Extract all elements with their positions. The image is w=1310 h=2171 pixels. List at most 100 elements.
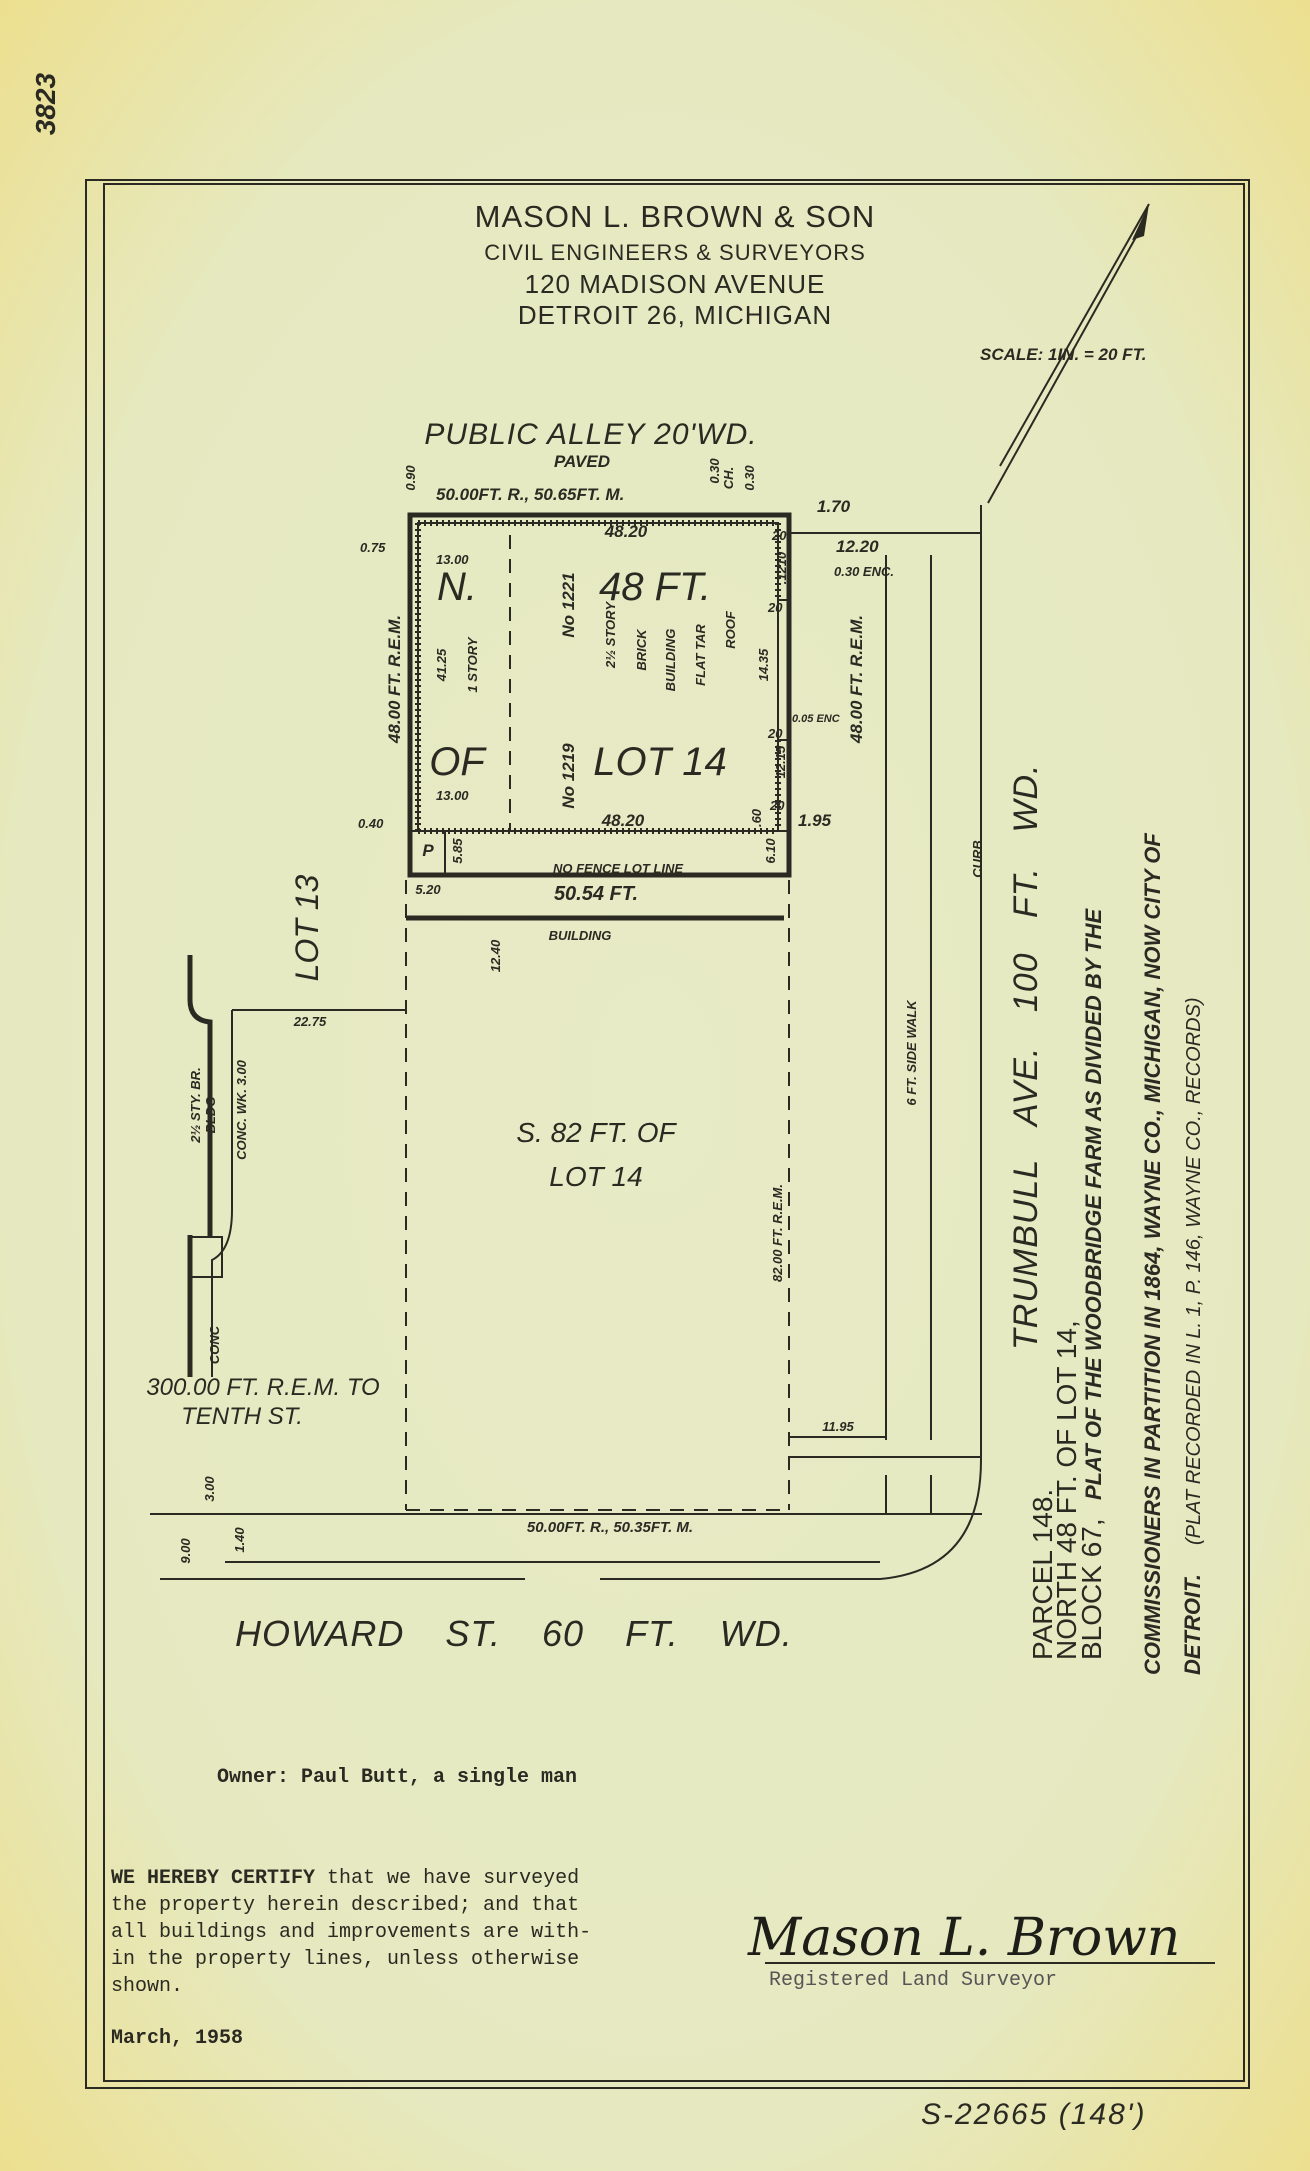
label-s82: S. 82 FT. OF [516,1117,677,1148]
dim-12-10: .1210 [774,551,789,584]
label-brick: BRICK [634,628,649,671]
desc-parcel: PARCEL 148. [1027,1489,1058,1660]
dim-1-95: 1.95 [798,811,832,830]
label-of: OF [429,740,487,784]
dim-50-54: 50.54 FT. [554,883,638,905]
dim-13-00-top: 13.00 [436,552,469,567]
lot-north-48 [407,512,792,878]
dim-20-d: 20 [769,798,785,813]
firm-profession: CIVIL ENGINEERS & SURVEYORS [484,240,866,265]
dim-82-rem: 82.00 FT. R.E.M. [770,1184,785,1282]
enc-0-05: 0.05 ENC [792,713,841,725]
certification: WE HEREBY CERTIFY that we have surveyed … [111,1867,591,2050]
street-lines [150,505,982,1580]
north-arrow-icon [987,203,1150,504]
dim-1-70: 1.70 [817,497,851,516]
signature-title: Registered Land Surveyor [769,1969,1057,1992]
dim-12-40: 12.40 [488,939,503,972]
enc-0-30: 0.30 ENC. [834,564,894,579]
dim-right-48-rem: 48.00 FT. R.E.M. [847,615,866,744]
label-conc: CONC [207,1325,222,1364]
label-building: BUILDING [663,629,678,692]
desc-commissioners: COMMISSIONERS IN PARTITION IN 1864, WAYN… [1140,833,1165,1675]
label-sidewalk: 6 FT. SIDE WALK [904,999,919,1106]
firm-name: MASON L. BROWN & SON [475,199,876,234]
dim-5-20: 5.20 [415,882,441,897]
dim-20-b: 20 [767,600,783,615]
dim-13-00-bottom: 13.00 [436,788,469,803]
adjacent-building [187,955,406,1377]
label-adjacent-building-2: BLDG [203,1097,218,1134]
desc-north-48: NORTH 48 FT. OF LOT 14, [1051,1320,1082,1660]
label-adjacent-building: 2½ STY. BR. [188,1067,203,1143]
signature: Mason L. Brown [747,1908,1180,1968]
dim-0-30-a: 0.30 [707,458,722,484]
desc-plat-recorded: (PLAT RECORDED IN L. 1, P. 146, WAYNE CO… [1183,997,1205,1545]
label-n: N. [437,565,477,609]
label-flat-tar: FLAT TAR [693,624,708,686]
label-building-line: BUILDING [549,928,612,943]
legal-description: PARCEL 148. NORTH 48 FT. OF LOT 14, BLOC… [1027,833,1205,1675]
dim-9-00: 9.00 [178,1538,193,1564]
cert-line: that we have surveyed [315,1867,579,1890]
dim-1-40: 1.40 [232,1527,247,1553]
alley-surface: PAVED [554,452,610,471]
dim-41-25: 41.25 [434,648,449,682]
dim-12-20: 12.20 [836,537,879,556]
label-lot-14: LOT 14 [593,740,726,784]
lot-south-82 [405,880,790,1511]
owner-line: Owner: Paul Butt, a single man [217,1766,577,1789]
title-block: MASON L. BROWN & SON CIVIL ENGINEERS & S… [475,199,876,330]
label-tenth-st: TENTH ST. [181,1403,303,1430]
label-p: P [422,841,434,860]
cert-line: shown. [111,1975,183,1998]
label-curb: CURB [970,840,985,878]
dim-11-95: 11.95 [822,1419,854,1434]
label-lot-13: LOT 13 [289,874,325,981]
dim-left-48-rem: 48.00 FT. R.E.M. [385,615,404,744]
file-number: S-22665 (148') [921,2098,1147,2131]
house-number-1221: No 1221 [559,572,578,637]
dim-300-to-tenth: 300.00 FT. R.E.M. TO [146,1374,379,1401]
survey-date: March, 1958 [111,2027,243,2050]
dim-12-15: 12.15 [773,745,788,778]
cert-line: the property herein described; and that [111,1894,579,1917]
dim-top-48-20: 48.20 [604,522,648,541]
dim-22-75: 22.75 [293,1014,327,1029]
cert-lead: WE HEREBY CERTIFY [111,1867,315,1890]
outer-border [85,179,1250,2089]
dim-0-60: .60 [749,808,764,827]
dim-0-90: 0.90 [403,465,418,491]
cert-line: in the property lines, unless otherwise [111,1948,579,1971]
dim-5-85: 5.85 [450,838,465,864]
desc-plat: PLAT OF THE WOODBRIDGE FARM AS DIVIDED B… [1081,908,1106,1500]
dim-alley-frontage: 50.00FT. R., 50.65FT. M. [436,485,624,504]
label-roof: ROOF [723,610,738,649]
dim-0-40: 0.40 [358,816,384,831]
label-2-half-story: 2½ STORY [603,601,618,669]
label-ch: CH. [721,467,736,489]
house-number-1219: No 1219 [559,743,578,809]
dim-20-a: 20 [771,528,787,543]
dim-howard-frontage: 50.00FT. R., 50.35FT. M. [527,1519,693,1536]
label-s82-lot: LOT 14 [549,1161,642,1192]
dim-0-30-b: 0.30 [742,465,757,491]
stamp-number: 3823 [30,72,61,135]
inner-border [103,183,1245,2082]
label-48-ft: 48 FT. [599,565,711,609]
label-1-story: 1 STORY [465,636,480,692]
dim-bottom-48-20: 48.20 [601,811,645,830]
dim-0-75: 0.75 [360,540,386,555]
cert-line: all buildings and improvements are with- [111,1921,591,1944]
dim-20-c: 20 [767,726,783,741]
dim-14-35: 14.35 [756,648,771,681]
alley-label: PUBLIC ALLEY 20'WD. [424,418,757,451]
firm-address: 120 MADISON AVENUE [525,269,826,299]
trumbull-avenue-label: TRUMBULL AVE. 100 FT. WD. [1007,764,1045,1350]
label-concrete-walk: CONC. WK. 3.00 [234,1059,249,1159]
firm-city: DETROIT 26, MICHIGAN [518,300,832,330]
desc-detroit: DETROIT. [1180,1574,1205,1675]
dim-6-10: 6.10 [763,838,778,864]
